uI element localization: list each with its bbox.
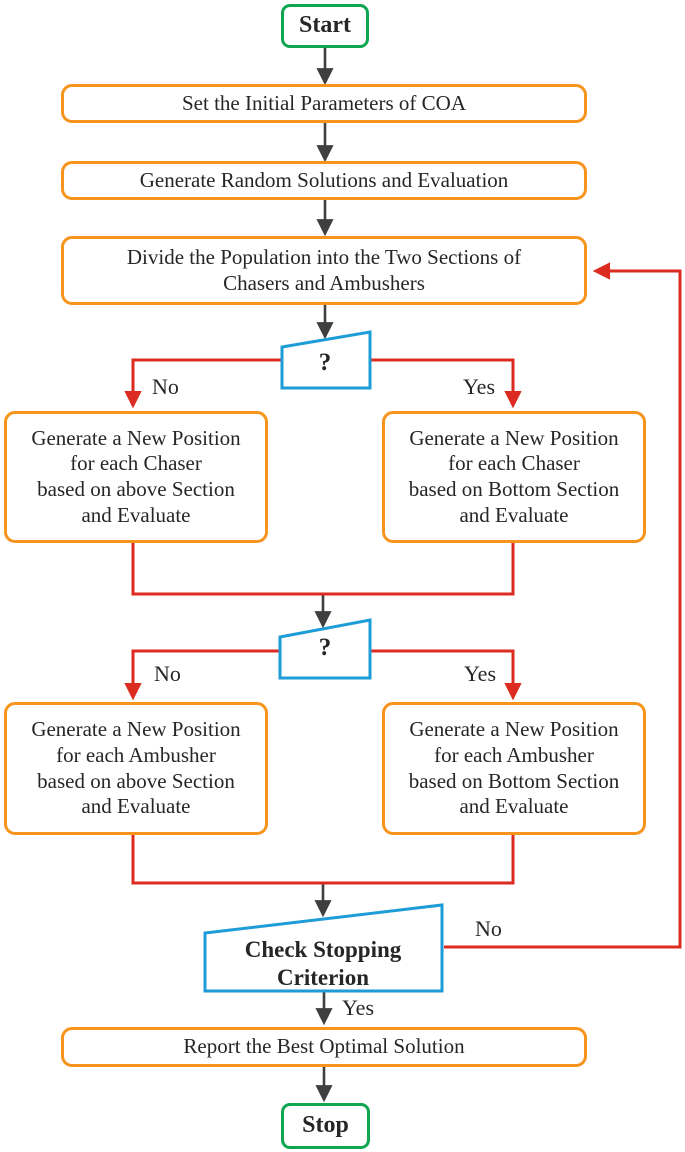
edge-chaser-merge xyxy=(131,543,515,596)
node-generate-random: Generate Random Solutions and Evaluation xyxy=(61,161,587,200)
checkstop-yes-label: Yes xyxy=(342,995,375,1020)
decision1-question-label: ? xyxy=(318,349,332,376)
decision1-yes-label: Yes xyxy=(463,374,496,399)
edge-decision1-no xyxy=(124,358,282,409)
node-start: Start xyxy=(281,4,369,48)
node-chaser-bottom-section: Generate a New Position for each Chaser … xyxy=(382,411,646,543)
node-divide-population: Divide the Population into the Two Secti… xyxy=(61,236,587,305)
edge-decision2-no xyxy=(124,649,280,701)
node-ambusher-bottom-section: Generate a New Position for each Ambushe… xyxy=(382,702,646,835)
decision2-no-label: No xyxy=(154,661,181,686)
checkstop-label: Check Stopping Criterion xyxy=(244,937,402,990)
node-report-solution: Report the Best Optimal Solution xyxy=(61,1027,587,1067)
node-ambusher-above-section: Generate a New Position for each Ambushe… xyxy=(4,702,268,835)
edge-decision1-yes xyxy=(370,358,522,409)
node-chaser-above-section: Generate a New Position for each Chaser … xyxy=(4,411,268,543)
node-stop: Stop xyxy=(281,1103,370,1149)
checkstop-no-label: No xyxy=(475,916,502,941)
edge-decision2-yes xyxy=(370,649,522,701)
decision2-shape xyxy=(278,618,372,680)
checkstop-shape xyxy=(203,903,444,993)
decision1-no-label: No xyxy=(152,374,179,399)
decision2-question-label: ? xyxy=(318,634,332,661)
decision2-yes-label: Yes xyxy=(464,661,497,686)
edge-checkstop-no-loop xyxy=(444,262,682,949)
decision1-shape xyxy=(280,330,372,390)
node-set-parameters: Set the Initial Parameters of COA xyxy=(61,84,587,123)
edge-ambusher-merge xyxy=(131,835,515,885)
